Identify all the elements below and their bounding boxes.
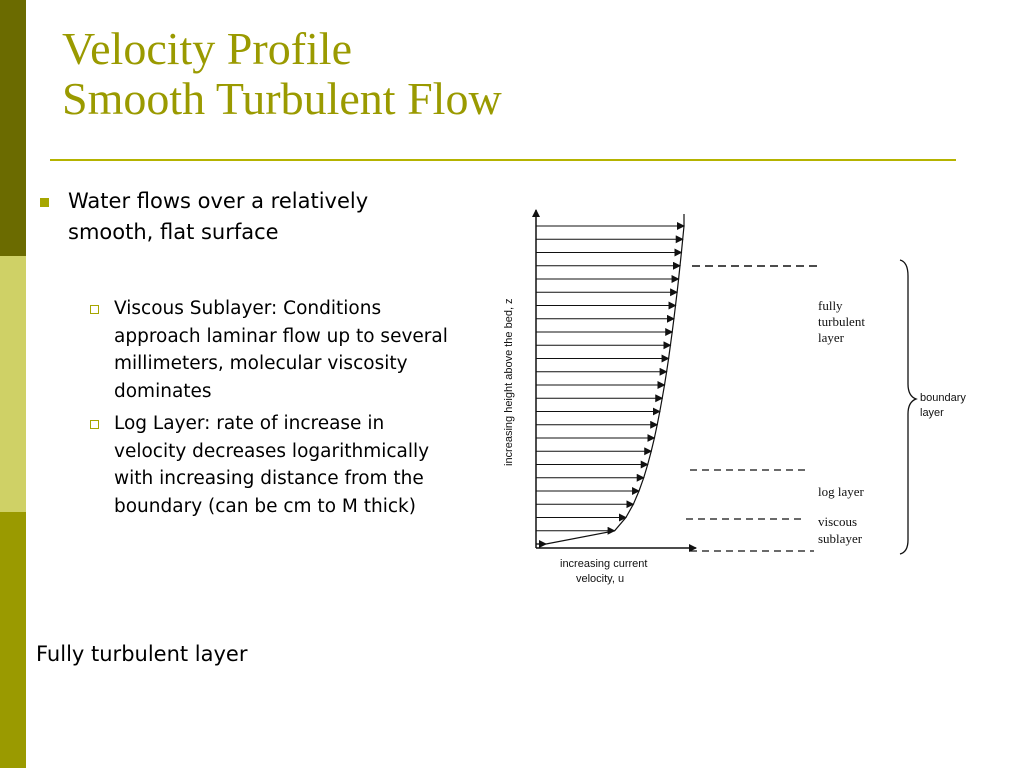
sub-bullet-text: Viscous Sublayer: Conditions approach la… [114, 298, 448, 402]
fully-label-1: fully [818, 298, 843, 313]
bullet-list: Water flows over a relatively smooth, fl… [36, 186, 456, 520]
boundary-label-1: boundary [920, 392, 966, 404]
hollow-square-bullet-icon [90, 305, 99, 314]
log-layer-label: log layer [818, 484, 865, 499]
sidebar-middle-block [0, 256, 26, 512]
fully-turbulent-caption: Fully turbulent layer [36, 642, 248, 666]
square-bullet-icon [40, 198, 49, 207]
sidebar-top-block [0, 0, 26, 256]
sub-bullet-log: Log Layer: rate of increase in velocity … [36, 410, 456, 520]
title-line-2: Smooth Turbulent Flow [62, 73, 502, 124]
velocity-profile-curve [536, 214, 685, 545]
velocity-arrows [536, 222, 685, 548]
velocity-profile-diagram: increasing height above the bed, z incre… [503, 209, 966, 585]
velocity-profile-figure: increasing height above the bed, z incre… [496, 196, 976, 596]
title-divider [50, 159, 956, 161]
fully-label-2: turbulent [818, 314, 865, 329]
sub-bullet-text: Log Layer: rate of increase in velocity … [114, 413, 430, 517]
viscous-label-2: sublayer [818, 531, 863, 546]
boundary-layer-brace [899, 259, 918, 555]
sidebar-bottom-block [0, 512, 26, 768]
sub-bullet-viscous: Viscous Sublayer: Conditions approach la… [36, 295, 456, 405]
viscous-label-1: viscous [818, 514, 857, 529]
bullet-main-text: Water flows over a relatively smooth, fl… [68, 189, 369, 244]
x-axis-label-line1: increasing current [560, 558, 647, 570]
hollow-square-bullet-icon [90, 420, 99, 429]
fully-label-3: layer [818, 330, 845, 345]
slide-title: Velocity Profile Smooth Turbulent Flow [62, 24, 502, 124]
boundary-label-2: layer [920, 407, 944, 419]
y-axis-label: increasing height above the bed, z [503, 298, 515, 466]
x-axis-label-line2: velocity, u [576, 573, 624, 585]
title-line-1: Velocity Profile [62, 23, 352, 74]
bullet-main: Water flows over a relatively smooth, fl… [36, 186, 456, 248]
